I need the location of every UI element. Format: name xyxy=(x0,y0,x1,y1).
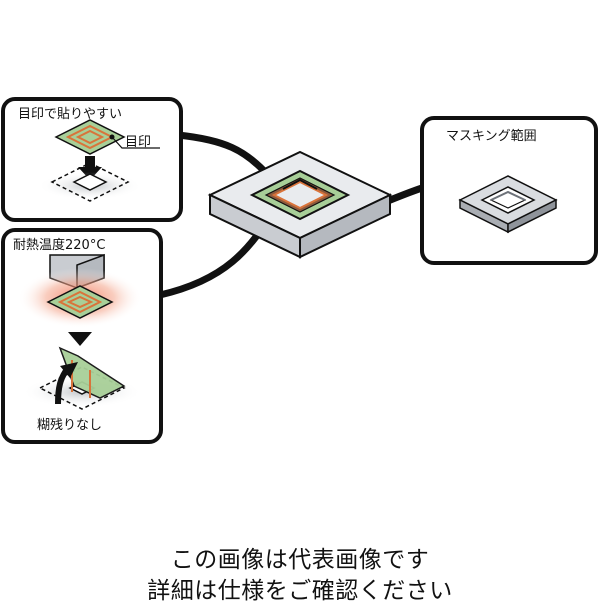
connector-top-left xyxy=(174,131,272,179)
panel-heat-resistance: 耐熱温度220°C 糊残りなし xyxy=(1,228,163,444)
panel-masking-title: マスキング範囲 xyxy=(446,129,537,144)
panel-residue-title: 糊残りなし xyxy=(37,417,102,433)
masking-range-board xyxy=(458,175,558,234)
marker-label: 目印 xyxy=(125,135,151,150)
center-board xyxy=(207,150,393,259)
panel-heat-title: 耐熱温度220°C xyxy=(13,237,105,253)
down-triangle-icon xyxy=(68,332,92,346)
panel-easy-apply-title: 目印で貼りやすい xyxy=(18,107,122,122)
panel-easy-apply: 目印で貼りやすい 目印 xyxy=(1,97,183,222)
caption-representative-image: この画像は代表画像です xyxy=(170,547,430,573)
panel-masking-range: マスキング範囲 xyxy=(420,116,598,265)
